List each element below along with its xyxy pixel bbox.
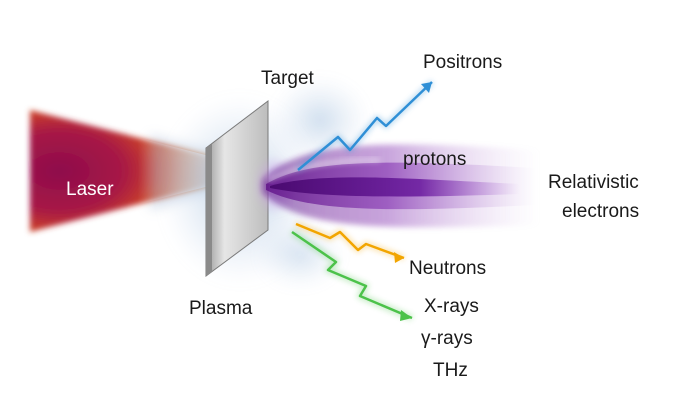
- particle-beam: [262, 144, 540, 228]
- plasma-label: Plasma: [189, 298, 253, 319]
- relativistic-label-line1: Relativistic: [548, 172, 639, 193]
- thz-label: THz: [433, 360, 468, 381]
- laser-label: Laser: [66, 179, 114, 200]
- neutrons-arrow: [295, 221, 405, 263]
- positrons-label: Positrons: [423, 52, 502, 73]
- relativistic-label-line2: electrons: [562, 201, 639, 222]
- xrays-label: X-rays: [424, 296, 479, 317]
- gammarays-label: γ-rays: [421, 328, 473, 349]
- neutrons-label: Neutrons: [409, 258, 486, 279]
- positrons-arrow: [296, 80, 434, 172]
- target-plate: [205, 99, 269, 277]
- protons-label: protons: [403, 149, 466, 170]
- xrays-arrow: [290, 229, 414, 321]
- target-label: Target: [261, 68, 315, 89]
